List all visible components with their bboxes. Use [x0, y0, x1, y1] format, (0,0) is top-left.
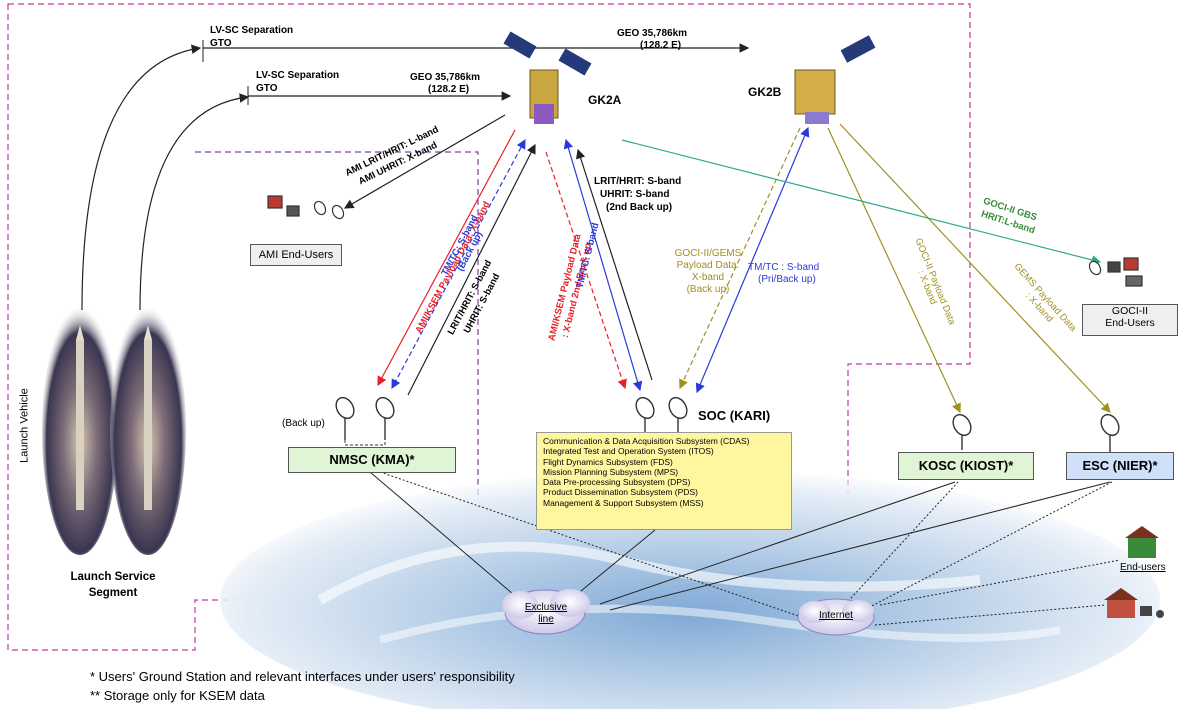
soc-subsystem-item: Integrated Test and Operation System (IT… — [543, 446, 714, 457]
esc-box: ESC (NIER)* — [1066, 452, 1174, 480]
end-user-house-icon — [1104, 526, 1164, 618]
soc-lrit-link — [576, 148, 653, 381]
soc-lrit-line3: (2nd Back up) — [606, 202, 673, 213]
soc-lrit-line1: LRIT/HRIT: S-band — [594, 176, 682, 187]
nmsc-tmtc-link — [391, 138, 526, 390]
soc-subsystem-item: Product Dissemination Subsystem (PDS) — [543, 487, 698, 498]
goci-user-antenna-icon — [1088, 257, 1143, 287]
goci-end-users-line1: GOCI-II — [1111, 305, 1149, 317]
goci-gems-line2: Payload Data: — [676, 260, 740, 271]
geo-lower-line2: (128.2 E) — [428, 84, 470, 95]
gk2a-satellite-icon — [503, 31, 592, 124]
soc-label: SOC (KARI) — [698, 408, 771, 423]
soc-subsystem-item: Mission Planning Subsystem (MPS) — [543, 466, 679, 477]
geo-lower-line1: GEO 35,786km — [410, 72, 481, 83]
nmsc-antenna-icon — [375, 396, 395, 440]
goci-end-users-box: GOCI-II End-Users — [1082, 304, 1178, 336]
soc-subsystem-item: Data Pre-processing Subsystem (DPS) — [543, 477, 691, 488]
goci-end-users-line2: End-Users — [1105, 317, 1155, 329]
gk2b-tmtc-line1: TM/TC : S-band — [748, 262, 820, 273]
exclusive-line2: line — [538, 614, 554, 625]
launch-segment-line2: Segment — [88, 587, 138, 599]
soc-tmtc-link — [563, 138, 643, 392]
lower-separation-label: LV-SC Separation — [256, 70, 340, 81]
internet-label: Internet — [819, 610, 853, 621]
footnote-1: * Users' Ground Station and relevant int… — [90, 669, 515, 684]
ami-user-antenna-icon — [267, 195, 345, 220]
geo-upper-line2: (128.2 E) — [640, 40, 682, 51]
goci-gbs-link — [621, 139, 1102, 265]
goci-gems-line4: (Back up) — [686, 284, 730, 295]
footnote-2: ** Storage only for KSEM data — [90, 688, 265, 703]
end-users-label: End-users — [1120, 562, 1166, 573]
gk2b-label: GK2B — [748, 85, 782, 99]
soc-subsystem-item: Flight Dynamics Subsystem (FDS) — [543, 456, 673, 467]
internet-cloud — [797, 598, 875, 636]
gk2b-tmtc-line2: (Pri/Back up) — [758, 274, 816, 285]
launch-vehicle-label: Launch Vehicle — [18, 388, 31, 463]
soc-antenna-icon — [635, 396, 688, 432]
goci-gems-line3: X-band — [691, 272, 725, 283]
goci-gems-line1: GOCI-II/GEMS — [674, 248, 742, 259]
gk2b-tmtc-link — [695, 126, 810, 394]
nmsc-lrit-link — [407, 143, 536, 396]
soc-subsystem-item: Management & Support Subsystem (MSS) — [543, 497, 704, 508]
ami-end-users-box: AMI End-Users — [250, 244, 342, 266]
launch-path-2 — [139, 93, 250, 311]
geo-upper-line1: GEO 35,786km — [617, 28, 688, 39]
soc-subsystem-item: Communication & Data Acquisition Subsyst… — [543, 436, 750, 446]
gk2b-satellite-icon — [794, 35, 876, 124]
esc-antenna-icon — [1100, 413, 1120, 452]
goci-payload-link — [827, 127, 961, 414]
launch-vehicle-icon — [42, 305, 186, 555]
nmsc-box: NMSC (KMA)* — [288, 447, 456, 473]
launch-segment-line1: Launch Service — [70, 571, 156, 583]
gems-payload-link — [839, 123, 1111, 413]
upper-gto-label: GTO — [210, 38, 232, 49]
exclusive-line1: Exclusive — [524, 602, 568, 613]
kosc-box: KOSC (KIOST)* — [898, 452, 1034, 480]
gk2a-label: GK2A — [588, 93, 622, 107]
lower-gto-label: GTO — [256, 83, 278, 94]
launch-path-1 — [81, 44, 202, 311]
exclusive-line-cloud — [502, 589, 590, 635]
soc-lrit-line2: UHRIT: S-band — [600, 189, 670, 200]
upper-separation-label: LV-SC Separation — [210, 25, 294, 36]
nmsc-backup-antenna-icon — [335, 396, 355, 440]
nmsc-backup-label: (Back up) — [282, 418, 325, 429]
kosc-antenna-icon — [952, 413, 972, 450]
soc-subsystem-box: Communication & Data Acquisition Subsyst… — [536, 432, 792, 530]
